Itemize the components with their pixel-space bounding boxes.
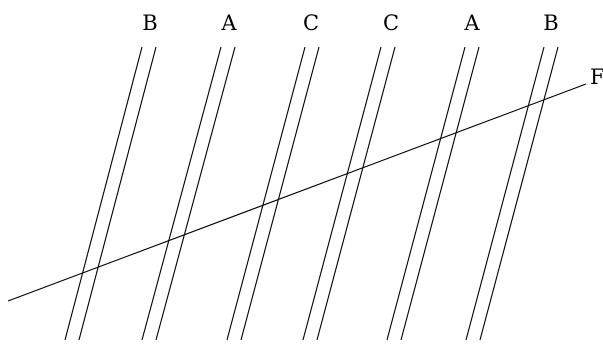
- line-pair-6-left: [465, 46, 545, 341]
- line-pair-5: [386, 46, 480, 341]
- line-pair-3-left: [226, 46, 306, 341]
- line-pair-1-right: [78, 46, 157, 341]
- pair-label-3: C: [303, 11, 319, 35]
- transversal-line-f: [7, 83, 587, 302]
- line-pair-1: [64, 46, 157, 341]
- line-pair-5-right: [400, 46, 480, 341]
- line-pair-1-left: [64, 46, 143, 341]
- line-pair-2: [141, 46, 236, 341]
- line-pair-4-right: [316, 46, 396, 341]
- line-pair-2-right: [155, 46, 236, 341]
- pair-label-5: A: [463, 11, 480, 35]
- line-pair-5-left: [386, 46, 466, 341]
- pair-label-6: B: [543, 11, 558, 35]
- line-pair-2-left: [141, 46, 222, 341]
- transversal-label: F: [590, 65, 603, 89]
- line-pair-6: [465, 46, 559, 341]
- pair-label-4: C: [383, 11, 399, 35]
- line-pair-3-right: [240, 46, 320, 341]
- pair-label-2: A: [220, 11, 237, 35]
- line-pair-4: [302, 46, 396, 341]
- line-pair-3: [226, 46, 320, 341]
- line-pair-4-left: [302, 46, 382, 341]
- pair-label-1: B: [142, 11, 157, 35]
- line-pair-6-right: [479, 46, 559, 341]
